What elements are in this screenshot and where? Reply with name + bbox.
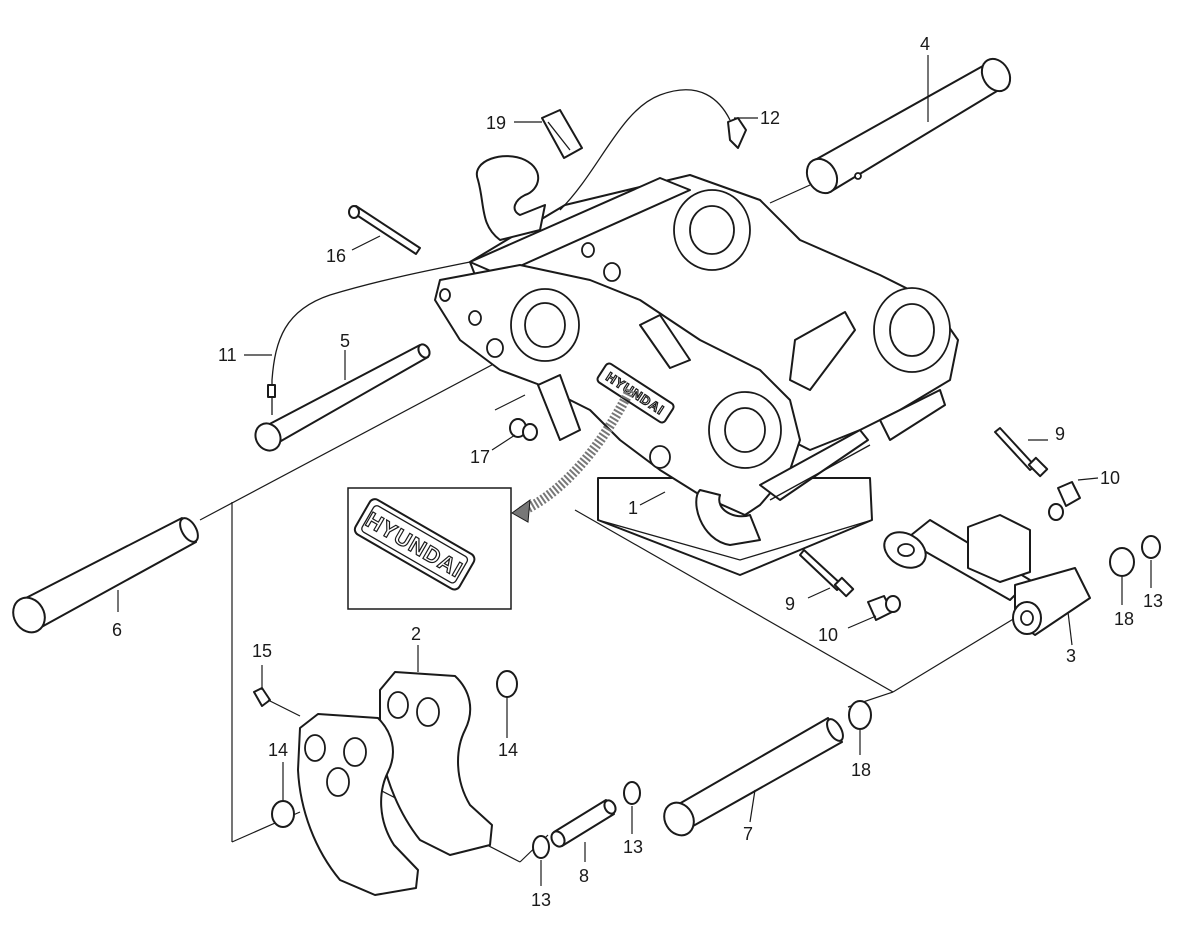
pin-6 [12,517,199,634]
callout-13-mid: 13 [623,837,643,857]
callout-4: 4 [920,34,930,54]
callout-15: 15 [252,641,272,661]
lanyard-wire-11 [271,261,471,415]
bolt-9-lower [799,549,855,598]
nuts-17 [509,418,538,441]
pin-8 [550,799,617,848]
callout-14-left: 14 [268,740,288,760]
callout-11: 11 [218,345,237,365]
ring-18-right [1109,547,1135,577]
clip-bracket-19 [541,109,583,159]
callout-14-right: 14 [498,740,518,760]
callout-10-lower: 10 [818,625,838,645]
ring-13-low [532,835,550,859]
ring-18-low [848,700,872,730]
callout-12: 12 [760,108,780,128]
detail-arrow [517,387,635,517]
ring-14-left [271,800,295,828]
grease-nipple-15 [253,687,271,707]
callout-13-low: 13 [531,890,551,910]
callout-18-right: 18 [1114,609,1134,629]
callout-9-lower: 9 [785,594,795,614]
callout-8: 8 [579,866,589,886]
callout-13-right: 13 [1143,591,1163,611]
hydraulic-cylinder [883,514,1091,636]
callout-2: 2 [411,624,421,644]
r-clip-12 [727,117,747,149]
callout-numbers: 4 19 12 16 11 5 17 1 9 10 9 10 13 18 3 6… [112,34,1163,910]
callout-5: 5 [340,331,350,351]
detail-arrow-head [511,498,531,523]
callout-9-upper: 9 [1055,424,1065,444]
callout-18-low: 18 [851,760,871,780]
pin-4 [805,57,1012,195]
bolt-9-upper [994,427,1049,478]
pin-7 [663,717,844,837]
clip-wire [559,89,731,211]
ring-13-mid [623,781,641,805]
lanyard-clip [267,384,276,398]
callout-10-upper: 10 [1100,468,1120,488]
callout-1: 1 [628,498,638,518]
callout-7: 7 [743,824,753,844]
ring-13-right [1141,535,1161,559]
callout-19: 19 [486,113,506,133]
ring-14-right [496,670,518,698]
coupler-frame: HYUNDAI [434,155,959,576]
fitting-10-upper [1048,481,1081,521]
logo-detail-inset: HYUNDAI [347,487,512,610]
callout-6: 6 [112,620,122,640]
callout-17: 17 [470,447,490,467]
callout-3: 3 [1066,646,1076,666]
fitting-10-lower [867,595,901,621]
callout-leaders [117,55,1152,886]
bolt-16 [348,205,421,255]
callout-16: 16 [326,246,346,266]
locking-plates [297,671,493,896]
pin-5 [254,343,431,452]
